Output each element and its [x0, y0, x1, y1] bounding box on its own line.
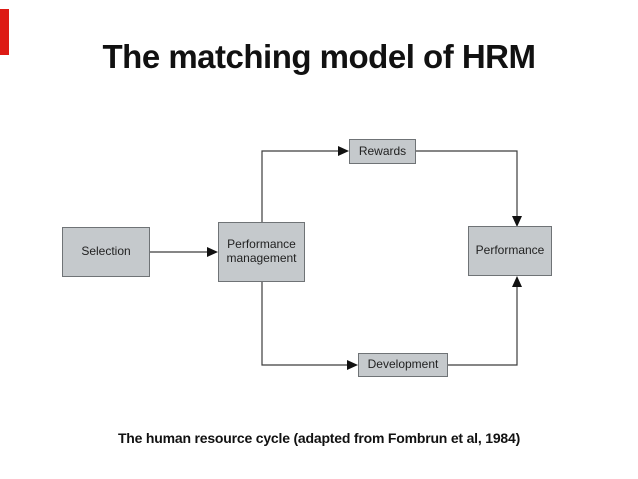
- connector-line: [261, 282, 347, 366]
- node-development: Development: [358, 353, 448, 377]
- connector-line: [261, 150, 338, 222]
- node-rewards: Rewards: [349, 139, 416, 164]
- node-selection: Selection: [62, 227, 150, 277]
- edge-performance-management-to-rewards: [261, 146, 349, 222]
- node-performance-management: Performance management: [218, 222, 305, 282]
- edge-selection-to-performance-management: [150, 247, 218, 257]
- arrowhead-up-icon: [512, 276, 522, 287]
- connector-line: [416, 150, 518, 216]
- node-performance: Performance: [468, 226, 552, 276]
- edge-rewards-to-performance: [416, 150, 522, 227]
- arrowhead-right-icon: [338, 146, 349, 156]
- slide-title: The matching model of HRM: [102, 38, 537, 75]
- arrowhead-right-icon: [347, 360, 358, 370]
- slide-caption: The human resource cycle (adapted from F…: [117, 430, 521, 446]
- connector-line: [448, 287, 518, 366]
- edge-performance-management-to-development: [261, 282, 358, 370]
- edge-development-to-performance: [448, 276, 522, 366]
- arrowhead-down-icon: [512, 216, 522, 227]
- arrowhead-right-icon: [207, 247, 218, 257]
- red-accent-bar: [0, 9, 9, 55]
